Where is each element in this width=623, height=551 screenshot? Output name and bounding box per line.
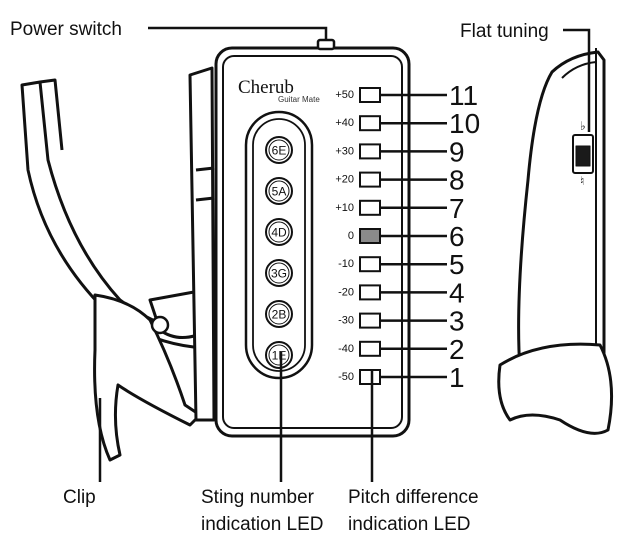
flat-tuning-switch[interactable] — [575, 145, 591, 167]
power-switch[interactable] — [316, 38, 336, 51]
pitch-scale-label-6: -10 — [338, 258, 354, 270]
brand-logo: Cherub — [238, 77, 294, 98]
pitch-led-1 — [359, 115, 381, 132]
pitch-scale-label-0: +50 — [335, 89, 354, 101]
pitch-scale-label-3: +20 — [335, 174, 354, 186]
string-led-label-5: 1E — [272, 349, 287, 363]
string-led-label-0: 6E — [272, 144, 287, 158]
string-led-ring-5 — [268, 344, 290, 366]
pitch-led-7 — [359, 284, 381, 301]
pitch-led-number-2: 9 — [449, 136, 465, 167]
pitch-led-3 — [359, 171, 381, 188]
pitch-led-2 — [359, 143, 381, 160]
pitch-scale-label-10: -50 — [338, 371, 354, 383]
pitch-led-9 — [359, 340, 381, 357]
pitch-led-number-6: 5 — [449, 249, 465, 280]
string-led-4 — [265, 300, 293, 328]
string-led-ring-4 — [268, 303, 290, 325]
pitch-led-number-1: 10 — [449, 108, 480, 139]
string-led-1 — [265, 177, 293, 205]
pitch-led-10 — [359, 369, 381, 385]
pitch-led-number-10: 1 — [449, 362, 465, 393]
pitch-led-number-8: 3 — [449, 306, 465, 337]
pitch-led-label-line1: Pitch difference — [348, 487, 479, 508]
pitch-led-number-9: 2 — [449, 334, 465, 365]
pitch-led-number-0: 11 — [449, 80, 478, 111]
pitch-scale-label-8: -30 — [338, 315, 354, 327]
clip-illustration — [20, 66, 216, 462]
string-led-label-2: 4D — [271, 226, 287, 240]
string-led-3 — [265, 259, 293, 287]
pitch-led-8 — [359, 312, 381, 329]
pitch-scale-label-7: -20 — [338, 286, 354, 298]
side-view — [497, 48, 614, 435]
string-led-0 — [265, 136, 293, 164]
string-led-label-1: 5A — [272, 185, 287, 199]
pitch-led-4 — [359, 199, 381, 216]
clip-label: Clip — [63, 487, 96, 508]
power-switch-label: Power switch — [10, 19, 122, 40]
pitch-led-number-3: 8 — [449, 165, 465, 196]
pitch-scale-label-4: +10 — [335, 202, 354, 214]
flat-tuning-leader — [563, 28, 591, 132]
pitch-scale-label-1: +40 — [335, 117, 354, 129]
pitch-scale-label-5: 0 — [348, 230, 354, 242]
string-led-label-3: 3G — [271, 267, 287, 281]
pitch-scale-label-9: -40 — [338, 343, 354, 355]
pitch-led-6 — [359, 256, 381, 273]
pitch-led-5 — [359, 228, 381, 244]
string-led-label-line2: indication LED — [201, 514, 324, 535]
pitch-led-number-7: 4 — [449, 277, 465, 308]
string-led-label-line1: Sting number — [201, 487, 315, 508]
string-led-ring-0 — [268, 139, 290, 161]
string-led-ring-1 — [268, 180, 290, 202]
pitch-scale-label-2: +30 — [335, 145, 354, 157]
pitch-led-label-line2: indication LED — [348, 514, 471, 535]
string-led-ring-2 — [268, 221, 290, 243]
callout-lines — [98, 26, 591, 482]
string-led-label-4: 2B — [272, 308, 287, 322]
string-led-5 — [265, 341, 293, 369]
pitch-led-number-4: 7 — [449, 193, 465, 224]
string-led-2 — [265, 218, 293, 246]
flat-tuning-label: Flat tuning — [460, 21, 549, 42]
power-switch-leader — [148, 26, 328, 40]
natural-symbol: ♮ — [580, 174, 584, 188]
string-led-ring-3 — [268, 262, 290, 284]
pitch-led-0 — [359, 87, 381, 103]
flat-symbol: ♭ — [580, 119, 586, 133]
pitch-led-number-5: 6 — [449, 221, 465, 252]
model-name: Guitar Mate — [278, 95, 320, 104]
